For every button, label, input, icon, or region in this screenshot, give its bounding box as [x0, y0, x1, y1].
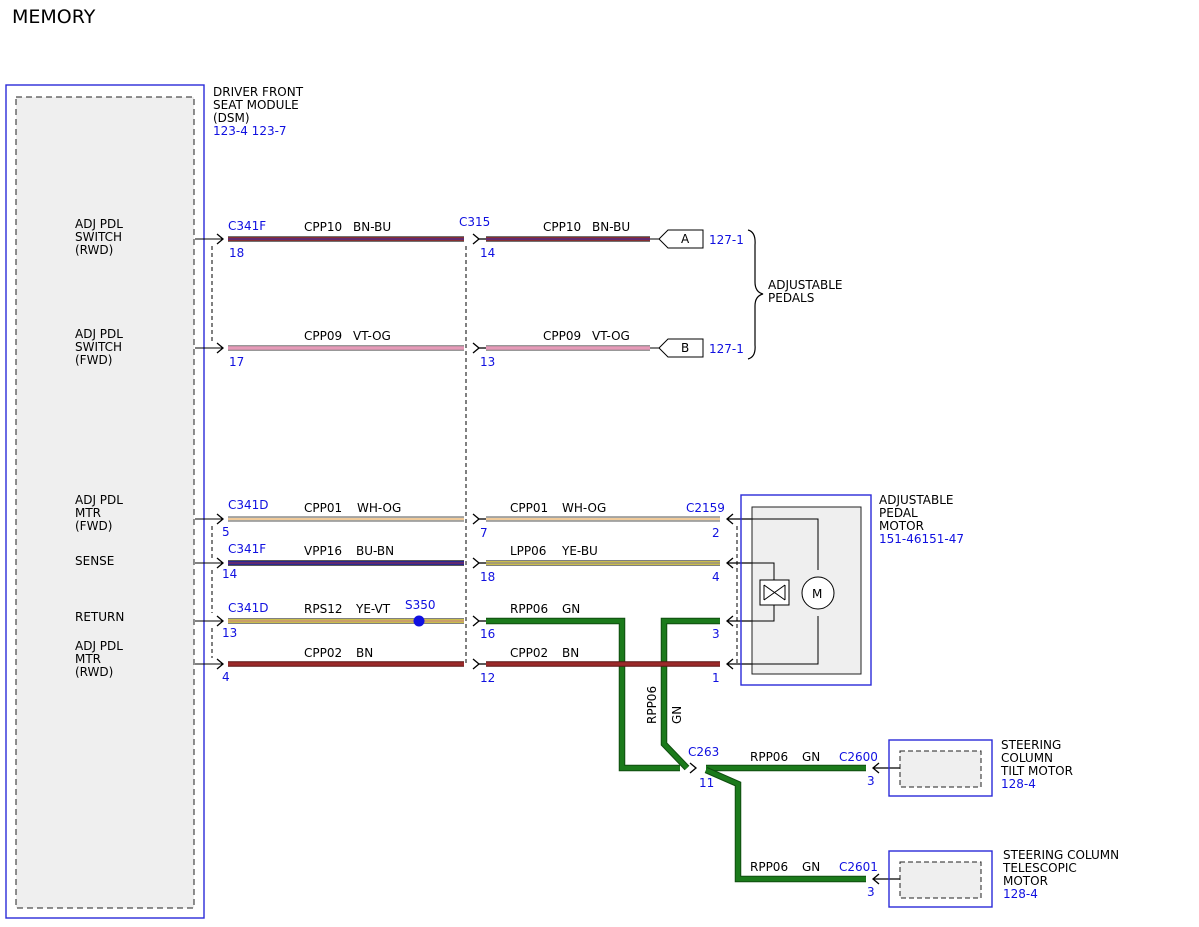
wire-circuit: RPP06	[750, 750, 788, 764]
pin-number: 4	[712, 570, 720, 584]
dsm-pin-stubs	[195, 238, 223, 665]
pin-number: 13	[222, 626, 237, 640]
wire-circuit: CPP01	[304, 501, 342, 515]
offpage-a[interactable]: A	[658, 229, 704, 249]
pin-label-mtr-fwd: ADJ PDL MTR (FWD)	[75, 493, 127, 533]
wire-circuit: CPP10	[543, 220, 581, 234]
tilt-motor-ref[interactable]: 128-4	[1001, 777, 1036, 791]
wire-color: BN-BU	[353, 220, 391, 234]
pin-number: 18	[229, 246, 244, 260]
wire-color: YE-VT	[355, 602, 391, 616]
telescopic-motor	[888, 850, 993, 908]
pin-number: 5	[222, 525, 230, 539]
wire-color: BU-BN	[356, 544, 394, 558]
pin-number: 14	[480, 246, 495, 260]
pin-number: 2	[712, 526, 720, 540]
wire-color: BN	[356, 646, 373, 660]
pin-label-sense: SENSE	[75, 554, 114, 568]
wire-color: GN	[562, 602, 580, 616]
tilt-motor	[888, 739, 993, 797]
pin-label-switch-rwd: ADJ PDL SWITCH (RWD)	[75, 217, 127, 257]
motor-name: ADJUSTABLE PEDAL MOTOR	[879, 493, 957, 533]
wire-circuit: CPP09	[543, 329, 581, 343]
wire-color: YE-BU	[561, 544, 598, 558]
connector-c341f-row1[interactable]: C341F	[228, 219, 266, 233]
wire-color: VT-OG	[592, 329, 630, 343]
connector-c2600[interactable]: C2600	[839, 750, 878, 764]
wire-circuit: CPP09	[304, 329, 342, 343]
pedals-brace	[747, 229, 764, 360]
wire-circuit: RPP06	[750, 860, 788, 874]
pin-label-mtr-rwd: ADJ PDL MTR (RWD)	[75, 639, 127, 679]
wire-labels: CPP10 BN-BU CPP10 BN-BU CPP09 VT-OG CPP0…	[304, 220, 820, 874]
pin-number: 17	[229, 355, 244, 369]
wire-rpp06-network[interactable]	[486, 617, 866, 883]
pin-number: 4	[222, 670, 230, 684]
pin-number: 12	[480, 671, 495, 685]
offpage-b-letter: B	[681, 341, 689, 355]
motor-refs[interactable]: 151-46151-47	[879, 532, 964, 546]
connector-c341f-row4[interactable]: C341F	[228, 542, 266, 556]
splice-s350[interactable]	[413, 615, 425, 627]
wire-circuit: CPP02	[304, 646, 342, 660]
pin-label-switch-fwd: ADJ PDL SWITCH (FWD)	[75, 327, 127, 367]
adjustable-pedals-label: ADJUSTABLE PEDALS	[768, 278, 846, 305]
pin-number: 3	[867, 774, 875, 788]
pin-number: 3	[712, 627, 720, 641]
motor-icon	[801, 576, 835, 610]
wire-color: BN	[562, 646, 579, 660]
tele-motor-ref[interactable]: 128-4	[1003, 887, 1038, 901]
wire-circuit: RPP06	[510, 602, 548, 616]
connector-c341d-row5[interactable]: C341D	[228, 601, 269, 615]
pin-number: 7	[480, 526, 488, 540]
splice-s350-label[interactable]: S350	[405, 598, 436, 612]
connector-dashes	[211, 246, 738, 664]
connector-c315[interactable]: C315	[459, 215, 490, 229]
dsm-module: DRIVER FRONT SEAT MODULE (DSM) 123-4 123…	[5, 84, 307, 919]
wire-circuit: VPP16	[304, 544, 342, 558]
pin-numbers: 18 14 17 13 5 7 2 14 18 4 13 16 3 4 12 1…	[222, 246, 875, 899]
dsm-refs[interactable]: 123-4 123-7	[213, 124, 287, 138]
offpage-b-ref[interactable]: 127-1	[709, 342, 744, 356]
adjustable-pedal-motor: M	[740, 494, 872, 686]
wire-color: GN	[802, 860, 820, 874]
wire-circuit: CPP10	[304, 220, 342, 234]
pin-number: 14	[222, 567, 237, 581]
wire-color: BN-BU	[592, 220, 630, 234]
pin-number: 1	[712, 671, 720, 685]
wire-color: WH-OG	[357, 501, 401, 515]
connector-arrows	[216, 233, 900, 885]
motor-symbol: M	[812, 587, 822, 601]
wire-circuit-vertical: RPP06	[645, 686, 659, 724]
tilt-motor-name: STEERING COLUMN TILT MOTOR	[1000, 738, 1073, 778]
pin-number: 13	[480, 355, 495, 369]
wire-color: WH-OG	[562, 501, 606, 515]
dsm-name: DRIVER FRONT SEAT MODULE (DSM)	[213, 85, 307, 125]
wire-color-vertical: GN	[670, 706, 684, 724]
pin-number: 11	[699, 776, 714, 790]
connector-c263[interactable]: C263	[688, 745, 719, 759]
wire-circuit: LPP06	[510, 544, 546, 558]
pin-label-return: RETURN	[75, 610, 124, 624]
offpage-b[interactable]: B	[658, 338, 704, 358]
pin-number: 18	[480, 570, 495, 584]
connector-c341d-row3[interactable]: C341D	[228, 498, 269, 512]
offpage-a-letter: A	[681, 232, 690, 246]
pin-number: 3	[867, 885, 875, 899]
offpage-a-ref[interactable]: 127-1	[709, 233, 744, 247]
connector-c2159[interactable]: C2159	[686, 501, 725, 515]
wire-color: GN	[802, 750, 820, 764]
wire-circuit: CPP01	[510, 501, 548, 515]
pin-number: 16	[480, 627, 495, 641]
wire-circuit: CPP02	[510, 646, 548, 660]
wire-color: VT-OG	[353, 329, 391, 343]
connector-c2601[interactable]: C2601	[839, 860, 878, 874]
wire-circuit: RPS12	[304, 602, 342, 616]
page-title: MEMORY	[12, 6, 96, 28]
tele-motor-name: STEERING COLUMN TELESCOPIC MOTOR	[1002, 848, 1123, 888]
